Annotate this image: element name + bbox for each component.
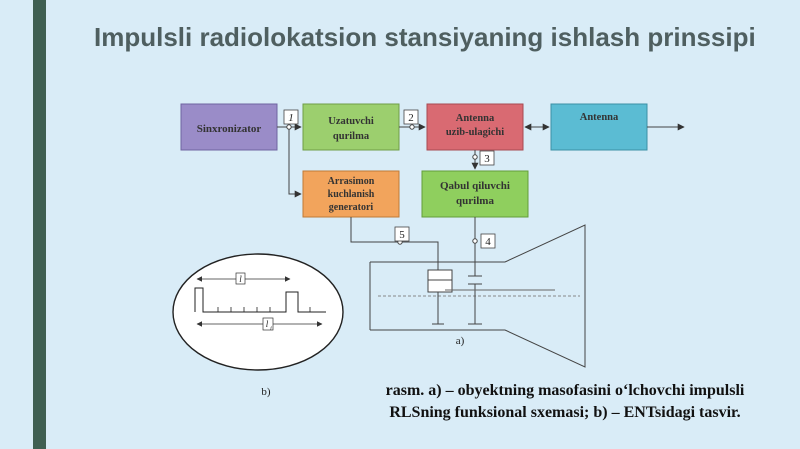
svg-text:2: 2 — [408, 112, 414, 124]
block-sinxronizator: Sinxronizator — [180, 103, 278, 151]
svg-text:1: 1 — [288, 112, 294, 124]
fig-a-label: a) — [456, 335, 465, 347]
block-arrasimon-line1: Arrasimon — [328, 176, 375, 187]
svg-text:4: 4 — [485, 236, 491, 248]
caption-line-2: RLSning funksional sxemasi; b) – ENTsida… — [389, 404, 741, 421]
marker-2: 2 — [403, 109, 419, 125]
block-arrasimon-line3: generatori — [329, 202, 374, 213]
slide-title: Impulsli radiolokatsion stansiyaning ish… — [94, 22, 756, 52]
block-antenna-label: Antenna — [580, 112, 619, 123]
accent-bar — [33, 0, 46, 449]
marker-4: 4 — [480, 233, 496, 249]
block-qabul-line2: qurilma — [456, 195, 494, 207]
block-sinxronizator-label: Sinxronizator — [197, 123, 262, 135]
block-uzatuvchi: Uzatuvchi qurilma — [302, 103, 400, 151]
svg-text:l: l — [239, 274, 242, 284]
block-arrasimon-line2: kuchlanish — [328, 189, 375, 200]
block-qabul-line1: Qabul qiluvchi — [440, 180, 510, 192]
svg-text:5: 5 — [399, 229, 405, 241]
block-antenna-uzib: Antenna uzib-ulagichi — [426, 103, 524, 151]
crt-schematic — [369, 224, 586, 368]
block-antenna-uzib-line1: Antenna — [456, 113, 495, 124]
svg-text:3: 3 — [484, 153, 490, 165]
screen-display: l l i — [172, 253, 344, 371]
fig-b-label: b) — [261, 386, 271, 398]
marker-3: 3 — [479, 150, 495, 166]
junction-dots — [286, 124, 478, 245]
block-arrasimon: Arrasimon kuchlanish generatori — [302, 170, 400, 218]
block-uzatuvchi-line2: qurilma — [333, 131, 370, 142]
block-uzatuvchi-line1: Uzatuvchi — [328, 116, 374, 127]
block-antenna: Antenna — [550, 103, 648, 151]
svg-text:l: l — [266, 319, 269, 329]
figure-caption: rasm. a) – obyektning masofasini o‘lchov… — [345, 380, 785, 424]
svg-text:i: i — [270, 326, 272, 332]
block-antenna-uzib-line2: uzib-ulagichi — [446, 127, 504, 138]
marker-1: 1 — [283, 109, 299, 125]
caption-line-1: rasm. a) – obyektning masofasini o‘lchov… — [385, 382, 745, 399]
marker-5: 5 — [394, 226, 410, 242]
block-qabul: Qabul qiluvchi qurilma — [421, 170, 529, 218]
